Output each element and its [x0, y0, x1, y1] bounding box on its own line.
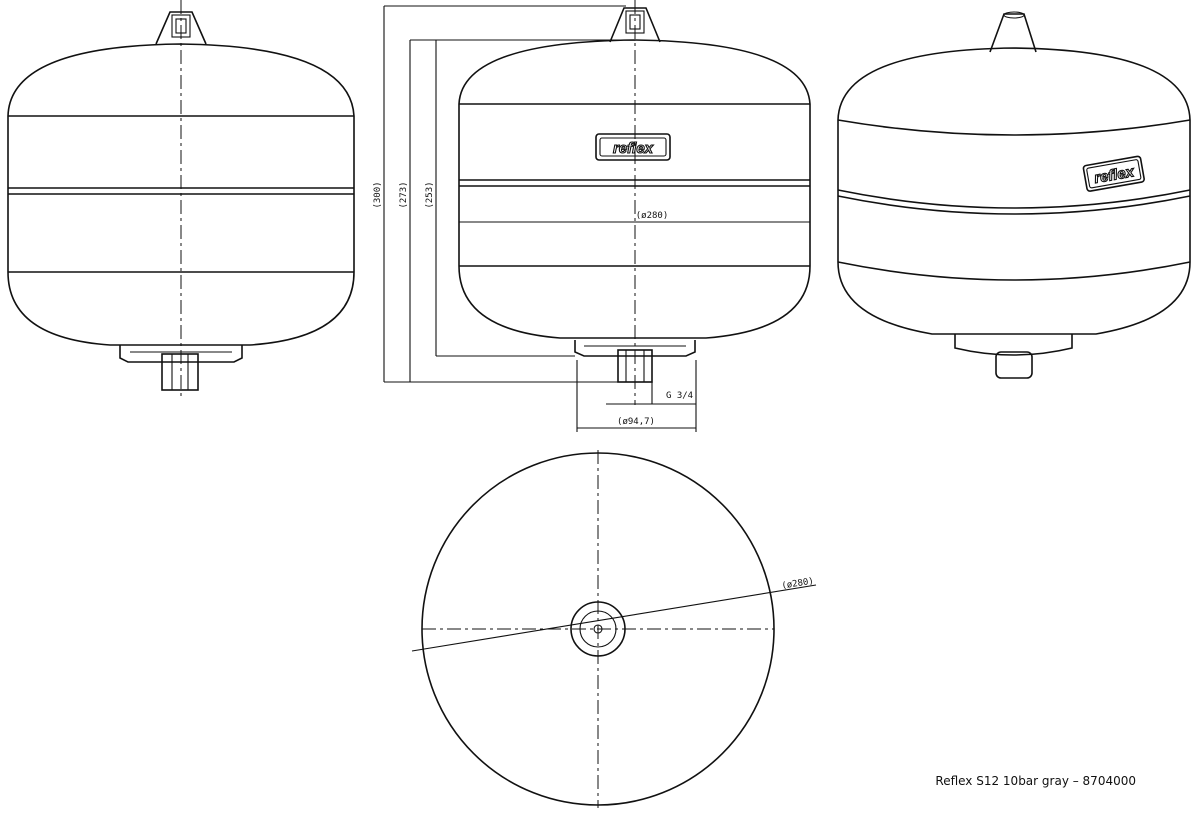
dim-diameter-base: (ø94,7) — [617, 417, 655, 427]
perspective-view: reflex — [837, 11, 1191, 379]
dim-height-total: (300) — [373, 181, 383, 208]
dim-height-mid: (273) — [399, 181, 409, 208]
side-view-left — [7, 0, 355, 400]
drawing-title: Reflex S12 10bar gray – 8704000 — [935, 774, 1136, 788]
dim-height-inner: (253) — [425, 181, 435, 208]
svg-text:reflex: reflex — [613, 140, 654, 157]
dim-diameter-top-view: (ø280) — [781, 577, 815, 592]
reflex-logo: reflex — [595, 133, 671, 161]
top-view — [411, 450, 817, 808]
dim-diameter-body: (ø280) — [636, 211, 669, 221]
front-view-dimensioned: reflex — [383, 0, 811, 432]
dim-thread: G 3/4 — [666, 391, 693, 401]
